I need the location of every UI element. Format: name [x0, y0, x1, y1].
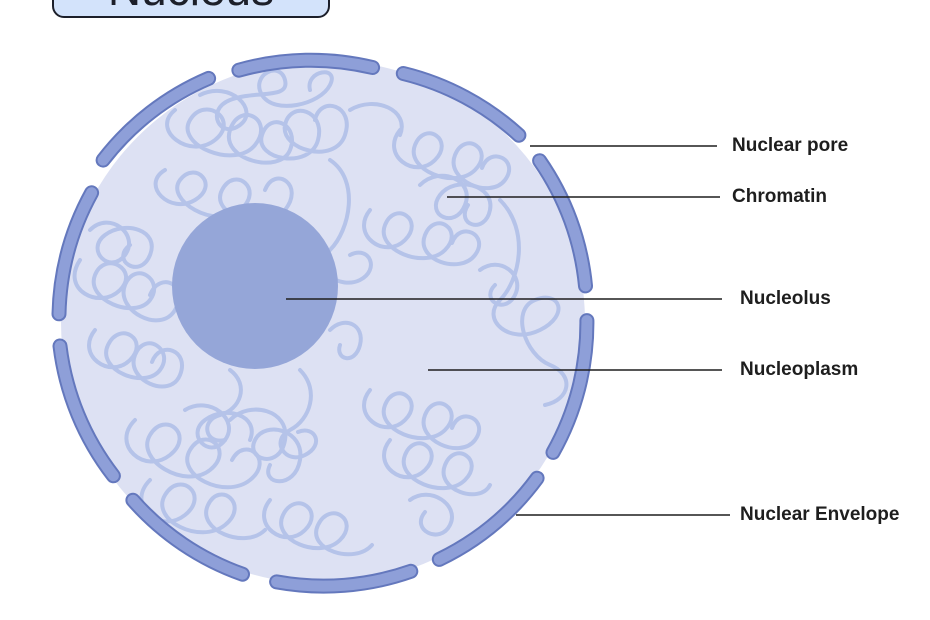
- envelope-segment: [271, 565, 417, 592]
- diagram-title: Nucleus: [54, 0, 328, 12]
- envelope-segment: [97, 72, 215, 166]
- label-nuclear-pore: Nuclear pore: [732, 135, 849, 156]
- envelope-segment: [534, 155, 591, 292]
- envelope-segment: [53, 187, 98, 320]
- envelope-segment: [54, 340, 119, 482]
- label-nucleolus: Nucleolus: [740, 288, 831, 309]
- title-box: Nucleus: [52, 0, 330, 18]
- label-nuclear-envelope: Nuclear Envelope: [740, 504, 900, 525]
- envelope-segment: [433, 472, 543, 565]
- chromatin-strands: [72, 68, 569, 557]
- nuclear-envelope: [51, 52, 595, 594]
- envelope-segment: [547, 315, 593, 458]
- envelope-segment: [397, 68, 525, 141]
- envelope-segment: [127, 494, 248, 580]
- label-nucleoplasm: Nucleoplasm: [740, 359, 859, 380]
- label-chromatin: Chromatin: [732, 186, 827, 207]
- nucleolus-body: [172, 203, 338, 369]
- envelope-segment: [233, 54, 379, 76]
